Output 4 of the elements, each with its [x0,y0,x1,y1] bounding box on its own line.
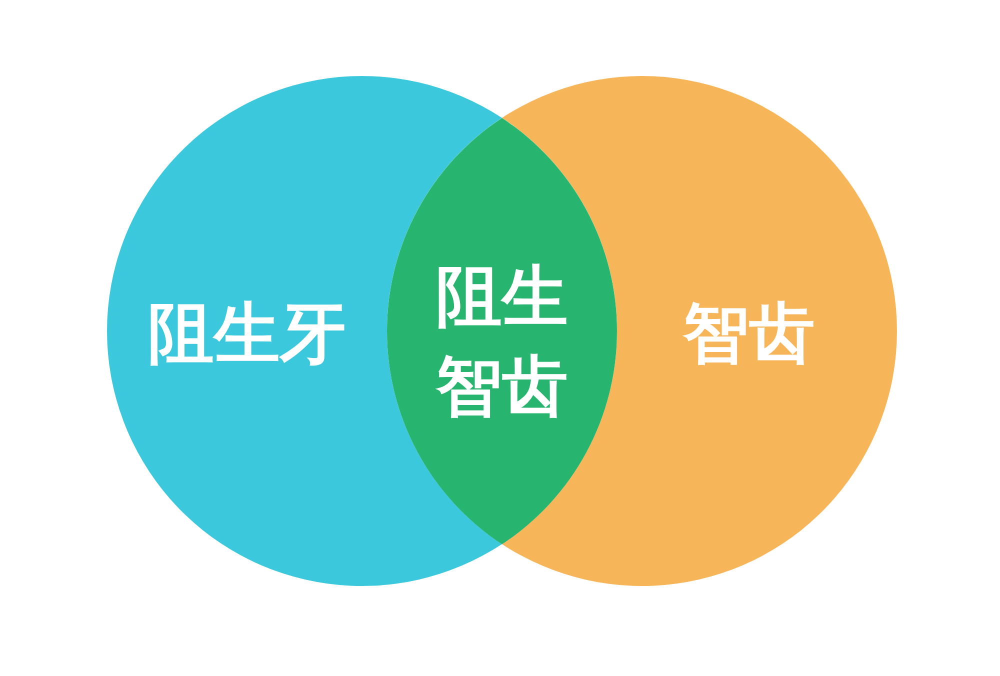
venn-overlap [387,118,617,544]
venn-label: 阻生智齿 [436,256,568,427]
venn-label: 智齿 [683,298,815,368]
venn-label: 阻生牙 [148,298,346,368]
